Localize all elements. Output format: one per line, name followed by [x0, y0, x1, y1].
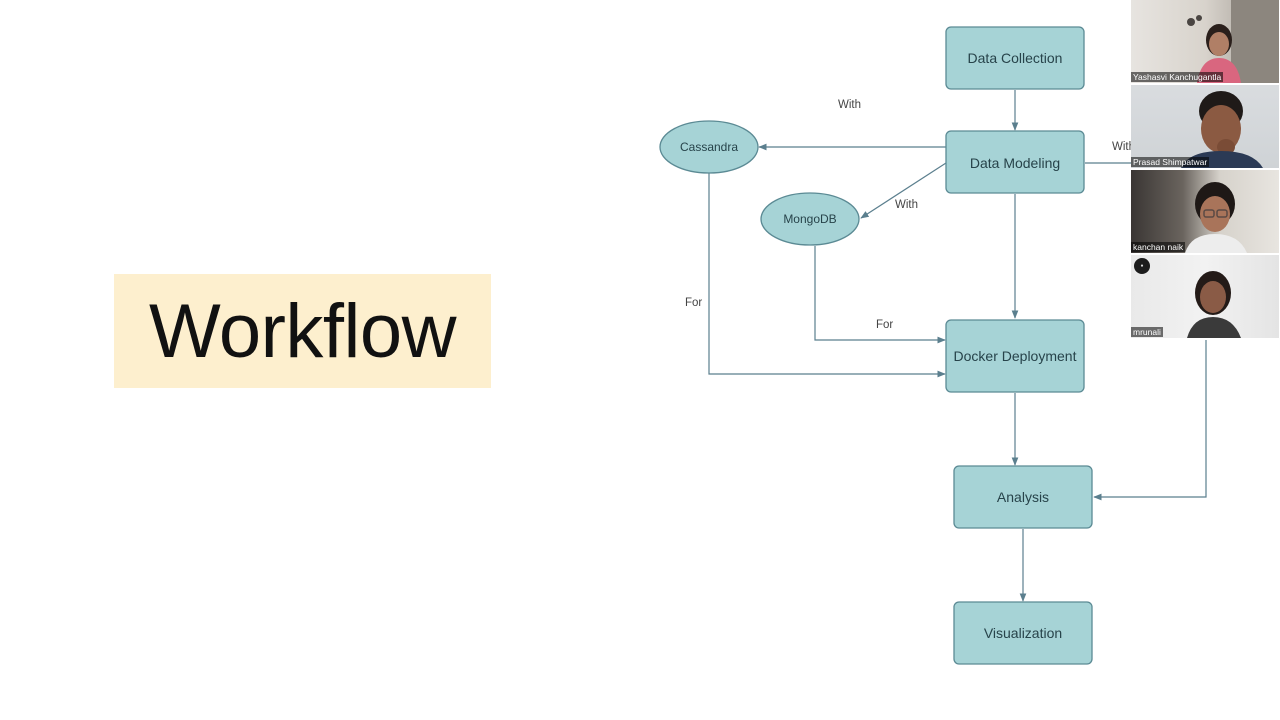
node-label-analysis: Analysis — [997, 489, 1049, 505]
node-data-collection: Data Collection — [945, 26, 1085, 90]
edge-label-with-mongodb: With — [895, 199, 918, 211]
participant-video-1 — [1187, 0, 1279, 83]
node-label-docker-deployment: Docker Deployment — [954, 348, 1077, 364]
node-cassandra: Cassandra — [659, 120, 759, 174]
participant-name-4: mrunali — [1131, 327, 1163, 337]
node-mongodb: MongoDB — [760, 192, 860, 246]
edge-label-with-cassandra: With — [838, 99, 861, 111]
mute-icon: ● — [1134, 258, 1150, 274]
participant-video-3 — [1185, 182, 1247, 253]
edge-modeling-to-mongodb — [860, 162, 947, 219]
participant-video-2 — [1181, 91, 1263, 168]
edge-right-to-analysis — [1093, 340, 1207, 501]
participant-name-1: Yashasvi Kanchugantla — [1131, 72, 1224, 82]
participant-tile-2[interactable]: Prasad Shimpatwar — [1131, 85, 1279, 168]
node-label-mongodb: MongoDB — [783, 212, 836, 226]
node-visualization: Visualization — [953, 601, 1093, 665]
edge-label-for-mongodb: For — [876, 319, 893, 331]
node-analysis: Analysis — [953, 465, 1093, 529]
node-label-visualization: Visualization — [984, 625, 1062, 641]
node-label-data-modeling: Data Modeling — [970, 155, 1060, 171]
participant-tile-4[interactable]: ● mrunali — [1131, 255, 1279, 338]
node-label-cassandra: Cassandra — [680, 140, 738, 154]
title-box: Workflow — [114, 274, 491, 388]
diagram-edges — [708, 90, 1207, 602]
edge-label-with-right: With — [1112, 141, 1135, 153]
node-data-modeling: Data Modeling — [945, 130, 1085, 194]
edge-mongodb-to-docker — [814, 246, 946, 344]
node-label-data-collection: Data Collection — [968, 50, 1063, 66]
slide-title: Workflow — [148, 288, 457, 374]
edge-cassandra-to-docker — [708, 173, 946, 378]
participant-tile-3[interactable]: kanchan naik — [1131, 170, 1279, 253]
node-docker-deployment: Docker Deployment — [945, 319, 1085, 393]
edge-label-for-cassandra: For — [685, 297, 702, 309]
participant-video-4 — [1187, 271, 1241, 338]
participant-name-2: Prasad Shimpatwar — [1131, 157, 1210, 167]
participant-tile-1[interactable]: Yashasvi Kanchugantla — [1131, 0, 1279, 83]
participant-tiles: Yashasvi Kanchugantla Prasad Shimpatwar … — [1130, 0, 1280, 340]
participant-name-3: kanchan naik — [1131, 242, 1186, 252]
